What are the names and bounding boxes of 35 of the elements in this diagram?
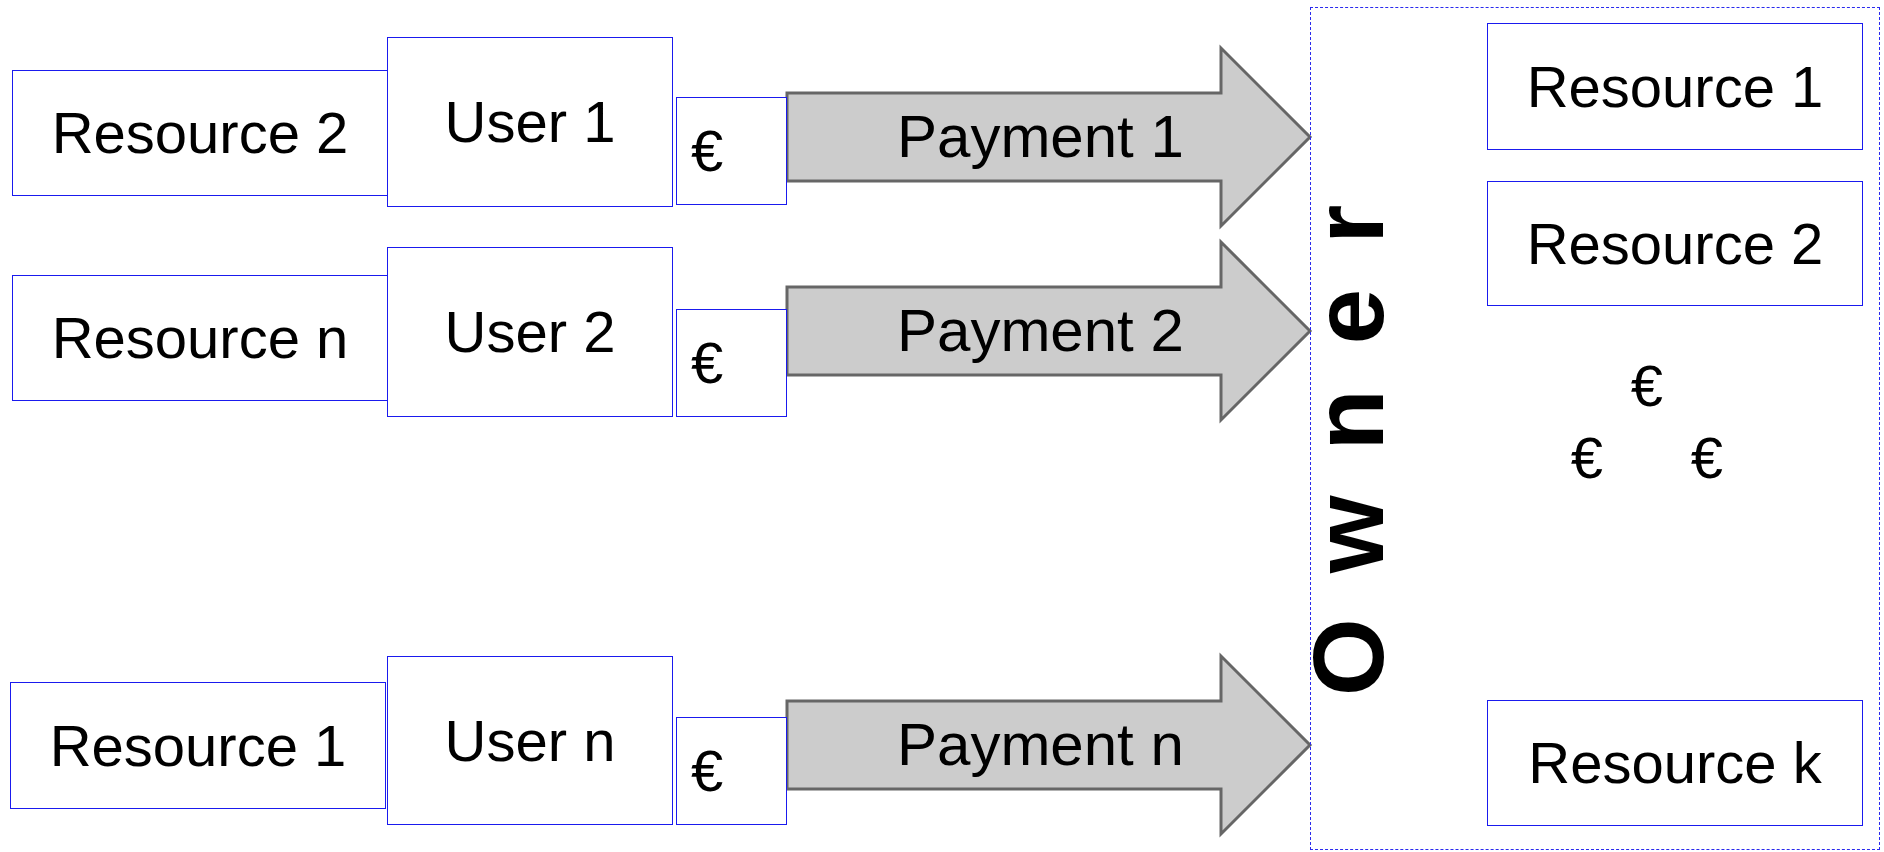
box-label: User 2: [444, 303, 616, 361]
currency-symbol: €: [691, 122, 724, 180]
currency-symbol: €: [691, 334, 724, 392]
owner-dashed-frame: [1310, 7, 1880, 850]
edge-label: Payment 1: [897, 107, 1184, 167]
box-label: User n: [444, 711, 616, 770]
edge-label: Payment 2: [897, 301, 1184, 361]
euro-box: [676, 97, 787, 205]
currency-symbol: €: [1690, 429, 1724, 487]
text-box: [1487, 181, 1863, 306]
box-label: Resource 2: [1526, 214, 1824, 273]
text-box: [387, 656, 673, 825]
text-box: [12, 70, 388, 196]
currency-symbol: €: [691, 742, 724, 800]
text-box: [387, 247, 673, 417]
box-label: Resource k: [1528, 734, 1822, 792]
block-arrow: [785, 238, 1313, 424]
box-label: Resource 2: [51, 104, 349, 162]
block-arrow: [785, 652, 1313, 838]
text-box: [1487, 700, 1863, 826]
euro-box: [676, 717, 787, 825]
vertical-heading: Owner: [1298, 159, 1398, 697]
text-box: [387, 37, 673, 207]
euro-box: [676, 309, 787, 417]
edge-label: Payment n: [897, 715, 1184, 775]
box-label: Resource n: [51, 309, 349, 367]
text-box: [10, 682, 386, 809]
text-box: [12, 275, 388, 401]
currency-symbol: €: [1630, 357, 1664, 415]
box-label: Resource 1: [1526, 57, 1824, 116]
text-box: [1487, 23, 1863, 150]
box-label: Resource 1: [49, 716, 347, 775]
block-arrow: [785, 44, 1313, 230]
box-label: User 1: [444, 93, 616, 151]
currency-symbol: €: [1570, 429, 1604, 487]
